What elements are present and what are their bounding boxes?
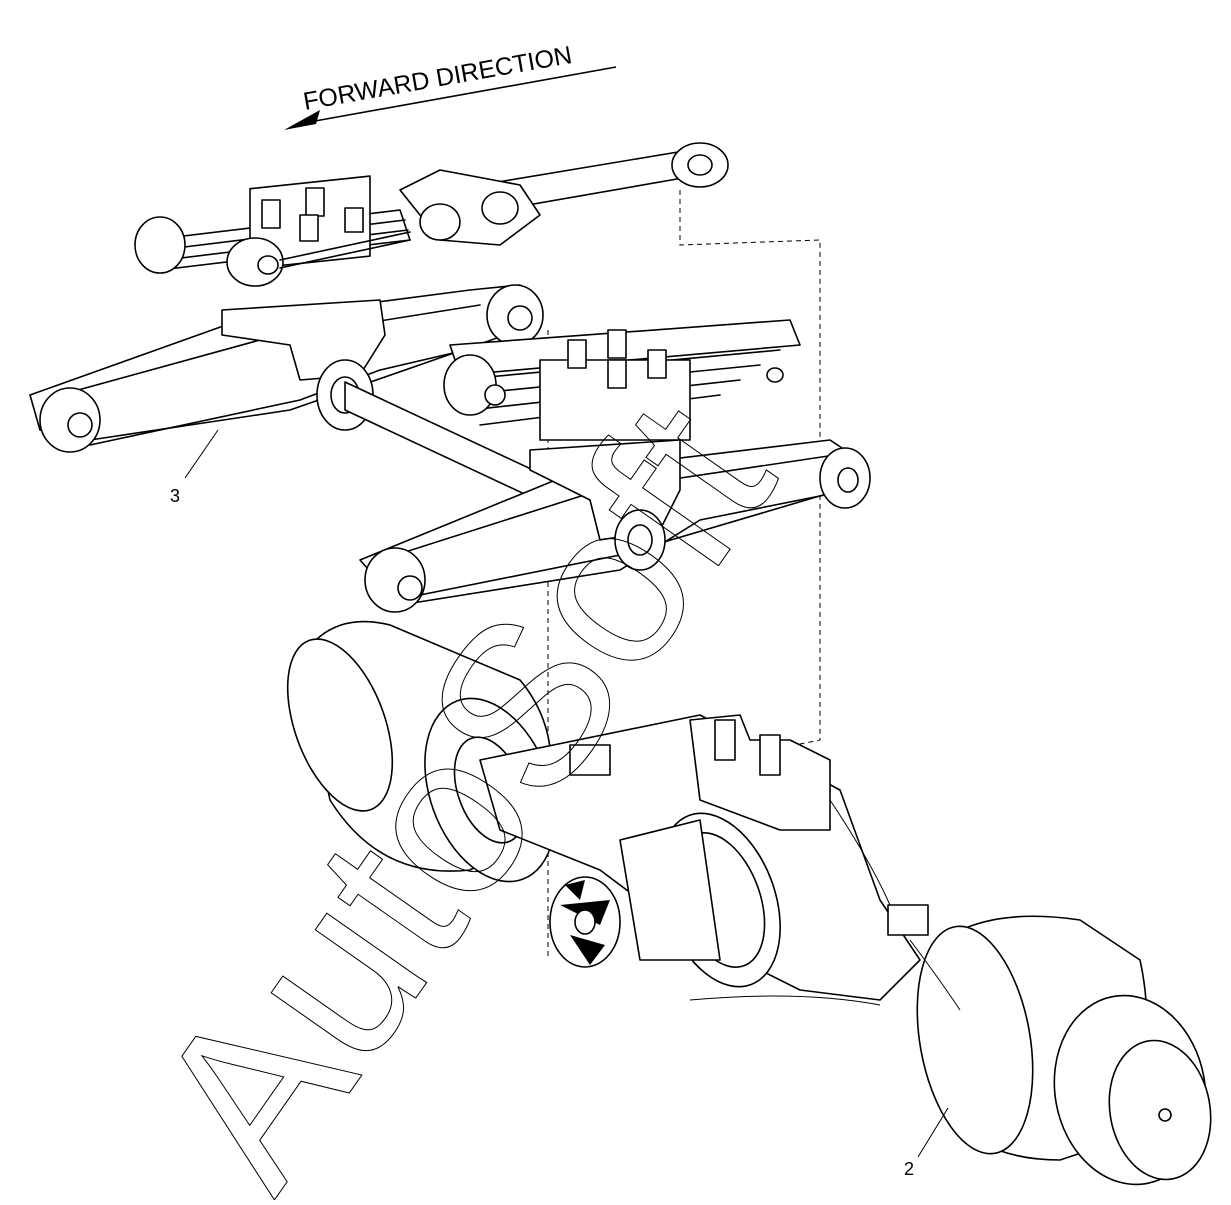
arrow-left-icon (284, 66, 617, 130)
torque-rod-upper (399, 142, 729, 246)
brake-line (689, 799, 961, 1011)
leaf-spring-right (443, 319, 801, 441)
suspension-assembly: 3 (29, 142, 871, 613)
differential-carrier (549, 812, 781, 988)
forward-direction-label: FORWARD DIRECTION (301, 41, 574, 116)
callout-3: 3 (170, 429, 219, 506)
leaf-spring-left (134, 175, 411, 287)
callout-2: 2 (904, 1107, 949, 1179)
brake-drum-right (916, 915, 1212, 1186)
trailing-arm-right (359, 439, 871, 613)
forward-direction-indicator: FORWARD DIRECTION (284, 41, 617, 130)
drive-axle-assembly: 2 (286, 620, 1212, 1186)
callout-3-label: 3 (170, 486, 180, 506)
callout-2-label: 2 (904, 1159, 914, 1179)
